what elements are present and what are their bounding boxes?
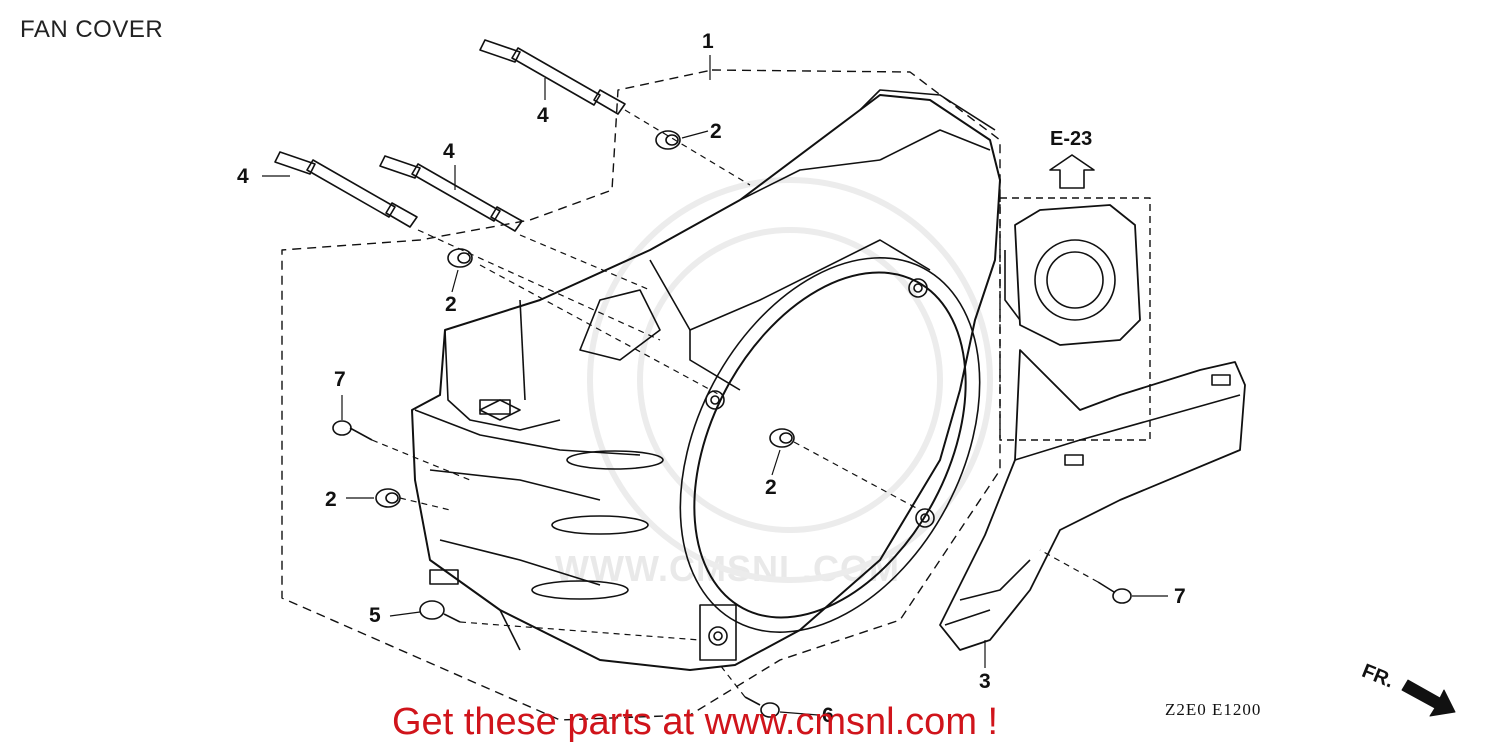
callout-7-right: 7	[1174, 585, 1186, 608]
bolt-part-4c	[379, 155, 523, 232]
reference-box-e23	[999, 197, 1151, 441]
grommet-part-2c	[769, 428, 795, 448]
leader-lines	[262, 55, 1168, 716]
front-direction-arrow-icon	[1401, 679, 1456, 717]
callout-2-left: 2	[445, 293, 457, 316]
callout-6: 6	[822, 704, 834, 727]
callout-1: 1	[702, 30, 714, 53]
bolt-part-4b	[274, 151, 418, 228]
callout-2-top: 2	[710, 120, 722, 143]
drawing-code: Z2E0 E1200	[1165, 700, 1262, 719]
callout-4-top: 4	[537, 104, 549, 127]
promo-banner: Get these parts at www.cmsnl.com !	[392, 701, 999, 743]
callout-7-left: 7	[334, 368, 346, 391]
grommet-part-2d	[375, 488, 401, 508]
screw-part-7b	[1097, 581, 1132, 604]
grommet-part-2b	[447, 248, 473, 268]
callout-3: 3	[979, 670, 991, 693]
duct-part-3	[939, 349, 1246, 651]
e23-housing	[1004, 204, 1141, 346]
callout-4-left: 4	[237, 165, 249, 188]
up-arrow-icon	[1049, 154, 1095, 189]
screw-part-7a	[332, 420, 373, 441]
watermark-logo-icon	[587, 177, 993, 583]
screw-part-6	[744, 696, 780, 718]
callout-2-center: 2	[765, 476, 777, 499]
callout-5: 5	[369, 604, 381, 627]
bolt-part-4a	[479, 39, 626, 115]
screw-part-5	[419, 600, 461, 623]
callout-2-lower: 2	[325, 488, 337, 511]
diagram-title: FAN COVER	[20, 16, 164, 43]
grommet-part-2a	[655, 130, 681, 150]
reference-label-e23: E-23	[1050, 128, 1093, 150]
fan-cover-body	[411, 89, 1001, 671]
callout-4-middle: 4	[443, 140, 455, 163]
